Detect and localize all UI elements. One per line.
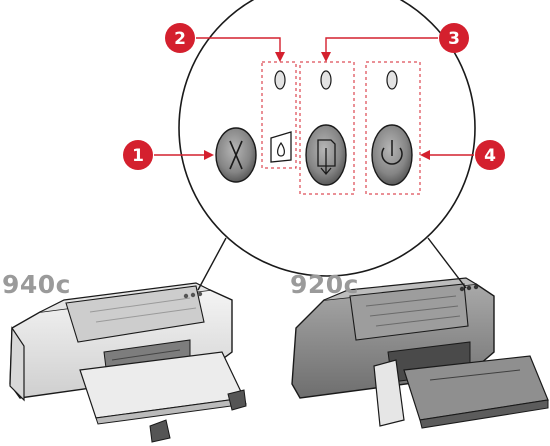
ink-status-light: [275, 71, 285, 89]
callout-3: 3: [439, 23, 469, 53]
model-label-920c: 920c: [290, 270, 359, 299]
printer-940c: [10, 283, 246, 442]
callout-1-number: 1: [132, 146, 144, 166]
model-label-940c: 940c: [2, 270, 71, 299]
callout-1: 1: [123, 140, 153, 170]
callout-4-number: 4: [484, 146, 496, 166]
ink-drop-icon: [271, 132, 291, 162]
power-button[interactable]: [372, 125, 412, 185]
callout-3-number: 3: [448, 29, 460, 49]
callout-2-number: 2: [174, 29, 186, 49]
resume-button[interactable]: [306, 125, 346, 185]
power-light: [387, 71, 397, 89]
callout-2: 2: [165, 23, 195, 53]
cancel-button[interactable]: [216, 128, 256, 182]
resume-light: [321, 71, 331, 89]
callout-4: 4: [475, 140, 505, 170]
magnified-control-panel: [179, 0, 475, 290]
printer-920c: [292, 278, 548, 428]
